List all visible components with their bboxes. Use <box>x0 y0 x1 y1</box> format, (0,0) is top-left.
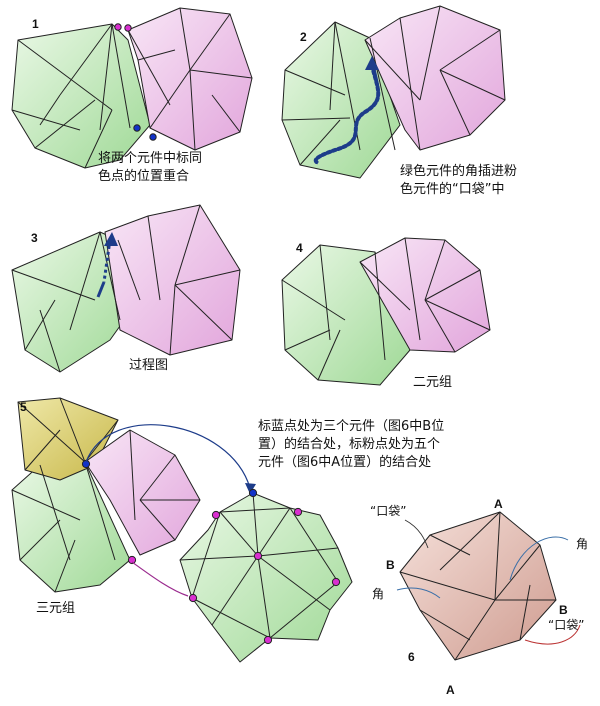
five-unit-cluster <box>179 488 353 663</box>
step1-blue-dot-a <box>133 124 141 132</box>
pocket-pointer-right <box>524 624 581 645</box>
corner-pointer-left <box>396 587 441 599</box>
step1-caption-line1: 将两个元件中标同 <box>98 151 203 166</box>
step5-pink-link-arrow <box>131 561 189 597</box>
step1-pink-dot-b <box>124 24 132 32</box>
center-pink-dot <box>253 551 263 561</box>
star-blue-dot <box>248 488 258 498</box>
corner-pointer-right <box>509 536 569 581</box>
step1-green-unit <box>11 23 151 169</box>
step5-number: 5 <box>20 400 27 414</box>
step1-pink-dot-a <box>114 23 122 31</box>
step3-caption: 过程图 <box>129 358 169 373</box>
step1-caption-line2: 色点的位置重合 <box>98 169 190 184</box>
fig6-b-right: B <box>559 603 568 617</box>
step6-unit <box>399 511 557 661</box>
step5-pink-unit <box>84 429 201 556</box>
star-pink-dot-5 <box>211 510 221 520</box>
step5-caption: 三元组 <box>36 601 76 616</box>
pocket-pointer-top <box>404 519 429 549</box>
step5-blue-link-arrow <box>85 424 251 489</box>
star-pink-dot-1 <box>293 507 303 517</box>
fig6-pocket-top-label: “口袋” <box>370 504 407 518</box>
step5-figure <box>11 397 256 597</box>
step1-figure <box>11 7 253 169</box>
star-pink-dot-2 <box>331 577 341 587</box>
step2-figure <box>281 5 506 179</box>
note-line1: 标蓝点处为三个元件（图6中B位 <box>258 419 445 434</box>
fig6-corner-right-label: 角 <box>576 537 589 551</box>
step2-arrow-head <box>365 56 379 70</box>
note-line3: 元件（图6中A位置）的结合处 <box>258 455 432 470</box>
step6-number: 6 <box>408 650 415 664</box>
step4-pink-unit <box>359 237 491 353</box>
step1-blue-dot-b <box>149 133 157 141</box>
step4-figure <box>281 237 491 386</box>
fig6-corner-left-label: 角 <box>372 587 385 601</box>
step3-dotted-arrow <box>102 239 112 283</box>
step4-number: 4 <box>296 241 303 255</box>
note-line2: 置）的结合处，标粉点处为五个 <box>258 437 441 452</box>
step2-caption-line2: 色元件的“口袋”中 <box>400 182 505 197</box>
step3-figure <box>11 204 241 373</box>
step4-caption: 二元组 <box>413 375 453 390</box>
fig6-b-left: B <box>386 558 395 572</box>
step5-pink-dot <box>127 555 137 565</box>
step6-figure <box>396 511 581 661</box>
fig6-a-bottom: A <box>446 683 455 697</box>
step3-number: 3 <box>31 231 38 245</box>
step2-number: 2 <box>300 30 307 44</box>
star-pink-dot-4 <box>188 593 198 603</box>
step1-number: 1 <box>32 17 39 31</box>
star-pink-dot-3 <box>263 635 273 645</box>
step3-pink-unit <box>104 204 241 356</box>
step2-caption-line1: 绿色元件的角插进粉 <box>400 164 518 179</box>
fig6-pocket-right-label: “口袋” <box>548 618 585 632</box>
fig6-a-top: A <box>494 497 503 511</box>
